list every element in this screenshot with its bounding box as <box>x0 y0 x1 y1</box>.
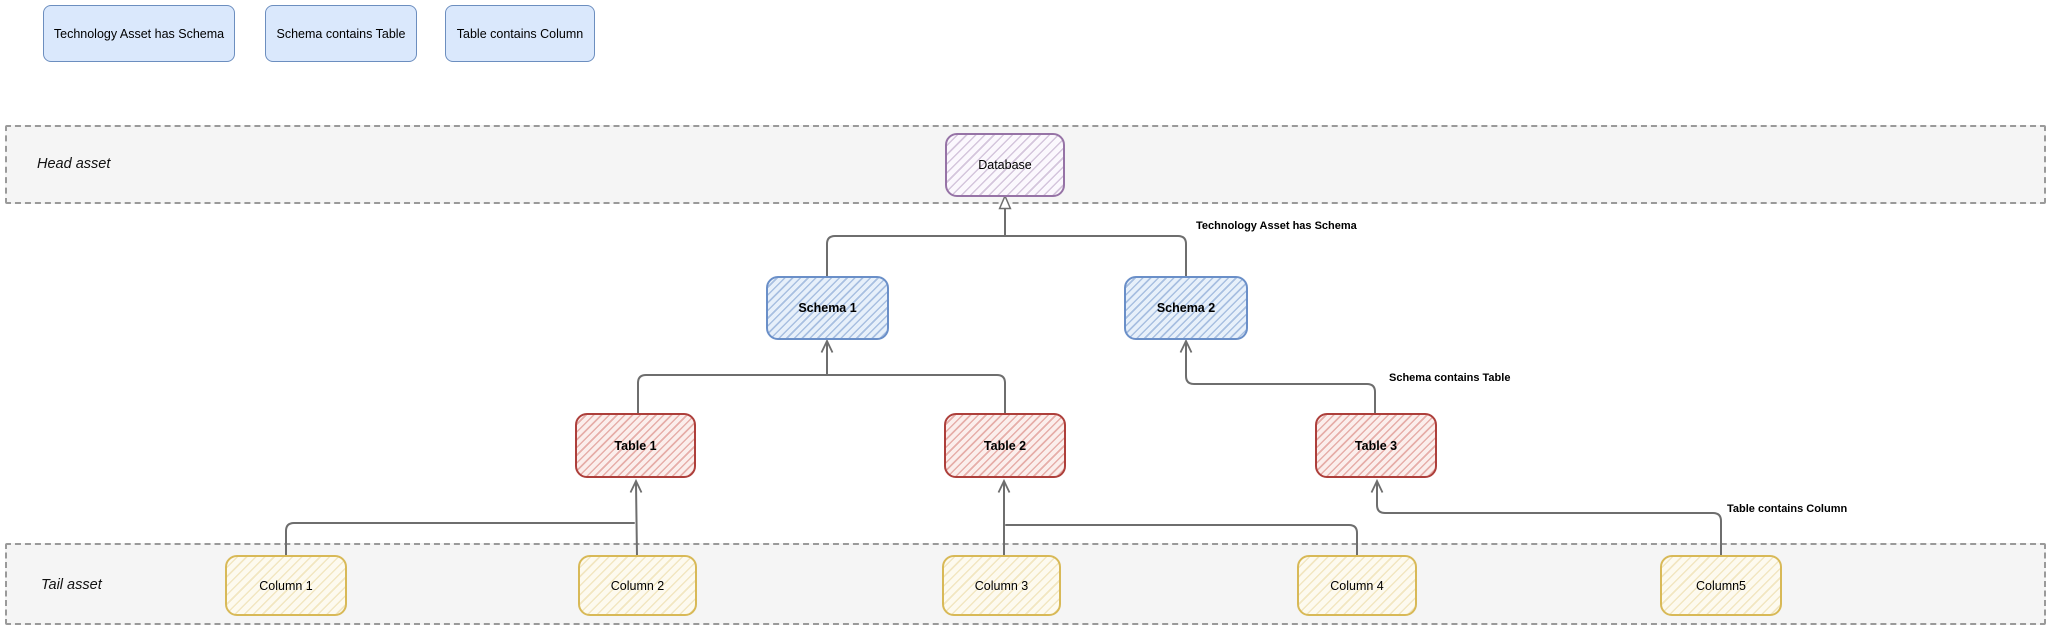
arrowhead-table1 <box>629 478 643 493</box>
legend-box-technology-asset-has-schema[interactable]: Technology Asset has Schema <box>43 5 235 62</box>
node-label: Schema 1 <box>798 301 857 315</box>
edge-column5-to-table3[interactable] <box>1370 478 1722 557</box>
legend-label: Technology Asset has Schema <box>53 26 225 41</box>
node-table-1[interactable]: Table 1 <box>575 413 696 478</box>
node-column-5[interactable]: Column5 <box>1660 555 1782 616</box>
edge-label-table-contains-column: Table contains Column <box>1727 503 1848 515</box>
legend-box-schema-contains-table[interactable]: Schema contains Table <box>265 5 417 62</box>
edge-schemas-to-database[interactable] <box>826 194 1187 278</box>
tail-asset-label: Tail asset <box>41 577 102 593</box>
node-column-3[interactable]: Column 3 <box>942 555 1061 616</box>
arrowhead-table2 <box>997 478 1011 493</box>
node-schema-1[interactable]: Schema 1 <box>766 276 889 340</box>
node-column-1[interactable]: Column 1 <box>225 555 347 616</box>
node-label: Table 2 <box>983 438 1027 453</box>
legend-label: Schema contains Table <box>276 26 406 41</box>
edge-columns12-to-table1[interactable] <box>285 478 643 557</box>
node-schema-2[interactable]: Schema 2 <box>1124 276 1248 340</box>
node-label: Schema 2 <box>1156 301 1216 315</box>
node-label: Column 4 <box>1330 578 1384 593</box>
legend-box-table-contains-column[interactable]: Table contains Column <box>445 5 595 62</box>
node-column-2[interactable]: Column 2 <box>578 555 697 616</box>
arrowhead-schema2 <box>1179 338 1193 353</box>
edge-table3-to-schema2[interactable] <box>1179 338 1376 415</box>
node-label: Table 3 <box>1354 438 1398 453</box>
node-label: Table 1 <box>614 438 657 453</box>
edge-label-schema-contains-table: Schema contains Table <box>1389 372 1511 384</box>
arrowhead-database <box>998 194 1012 210</box>
arrowhead-table3 <box>1370 478 1384 493</box>
node-label: Column 3 <box>974 578 1029 593</box>
arrowhead-schema1 <box>820 338 834 353</box>
node-database[interactable]: Database <box>945 133 1065 197</box>
edge-columns34-to-table2[interactable] <box>997 478 1358 557</box>
node-column-4[interactable]: Column 4 <box>1297 555 1417 616</box>
node-label: Column 2 <box>610 578 665 593</box>
legend-label: Table contains Column <box>456 26 584 41</box>
node-table-3[interactable]: Table 3 <box>1315 413 1437 478</box>
node-label: Column 1 <box>259 578 313 593</box>
edge-tables12-to-schema1[interactable] <box>637 338 1006 415</box>
edge-label-technology-asset-has-schema: Technology Asset has Schema <box>1196 220 1357 232</box>
node-label: Database <box>978 158 1032 172</box>
node-table-2[interactable]: Table 2 <box>944 413 1066 478</box>
node-label: Column5 <box>1695 578 1747 593</box>
head-asset-label: Head asset <box>37 156 111 172</box>
